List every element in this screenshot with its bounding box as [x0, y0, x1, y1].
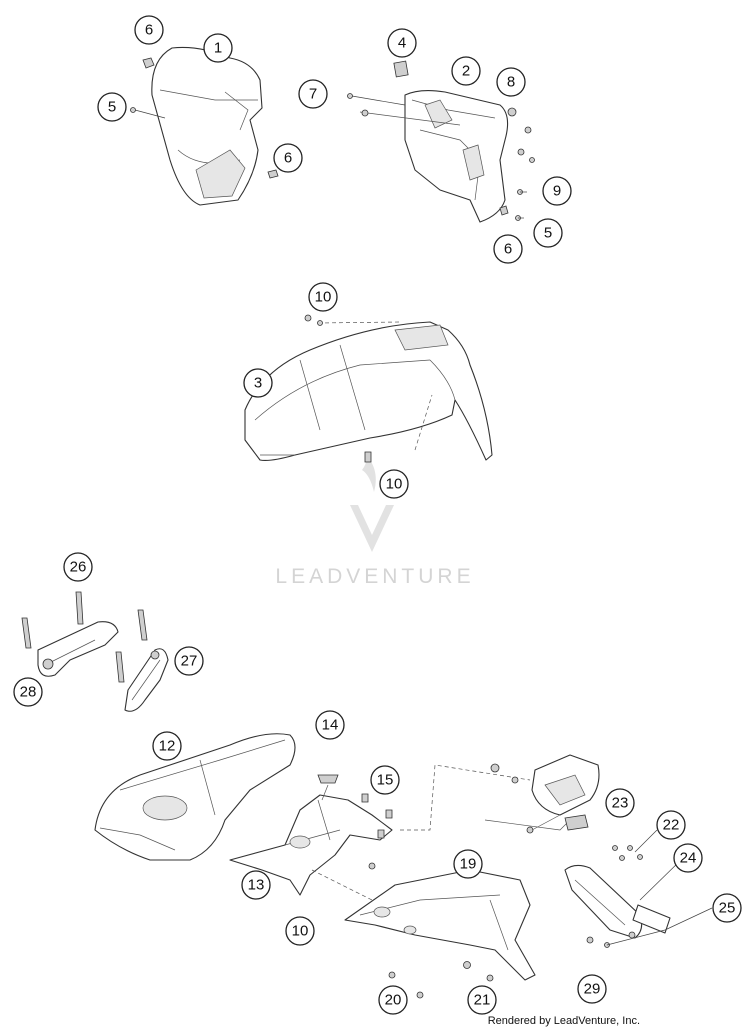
svg-text:29: 29 [584, 981, 601, 998]
part-headlight-carrier [347, 60, 535, 223]
svg-text:19: 19 [460, 856, 477, 873]
callout-6c: 6 [493, 234, 523, 264]
watermark: LEADVENTURE [275, 455, 474, 588]
svg-text:15: 15 [377, 772, 394, 789]
watermark-text: LEADVENTURE [275, 565, 474, 588]
callout-26: 26 [63, 552, 93, 582]
svg-text:22: 22 [663, 817, 680, 834]
callout-10a: 10 [308, 282, 338, 312]
part-headlight-mask [130, 46, 279, 206]
callout-9: 9 [542, 176, 572, 206]
callout-20: 20 [378, 985, 408, 1015]
svg-text:26: 26 [70, 559, 87, 576]
svg-text:23: 23 [612, 795, 629, 812]
part-rear-fender [344, 869, 536, 999]
callout-7: 7 [298, 79, 328, 109]
svg-text:28: 28 [20, 684, 37, 701]
callout-10c: 10 [285, 916, 315, 946]
callout-4: 4 [387, 28, 417, 58]
svg-text:6: 6 [145, 22, 153, 39]
svg-text:13: 13 [248, 877, 265, 894]
callout-22: 22 [656, 810, 686, 840]
callout-23: 23 [605, 788, 635, 818]
svg-text:5: 5 [108, 99, 116, 116]
svg-text:14: 14 [322, 717, 339, 734]
credit-text: Rendered by LeadVenture, Inc. [487, 1015, 640, 1027]
svg-text:25: 25 [719, 900, 736, 917]
svg-text:2: 2 [462, 63, 470, 80]
callout-19: 19 [453, 849, 483, 879]
callout-5a: 5 [97, 92, 127, 122]
svg-text:1: 1 [214, 40, 222, 57]
svg-text:5: 5 [544, 225, 552, 242]
callout-14: 14 [315, 710, 345, 740]
part-license-holder [229, 774, 393, 901]
svg-text:10: 10 [386, 476, 403, 493]
svg-text:3: 3 [254, 375, 262, 392]
callout-6a: 6 [134, 15, 164, 45]
part-front-fender [244, 314, 493, 463]
part-rear-brackets [21, 591, 169, 712]
callout-3: 3 [243, 368, 273, 398]
callout-2: 2 [451, 56, 481, 86]
part-seat [94, 733, 296, 861]
svg-text:24: 24 [680, 850, 697, 867]
callout-8: 8 [496, 67, 526, 97]
svg-text:27: 27 [181, 653, 198, 670]
callout-29: 29 [577, 974, 607, 1004]
watermark-logo [350, 455, 394, 552]
part-tail-light [400, 754, 600, 834]
svg-text:7: 7 [309, 86, 317, 103]
callout-27: 27 [174, 646, 204, 676]
callout-21: 21 [467, 985, 497, 1015]
part-plate-bracket [564, 829, 713, 948]
svg-text:8: 8 [507, 74, 515, 91]
svg-text:6: 6 [284, 150, 292, 167]
svg-text:21: 21 [474, 992, 491, 1009]
svg-text:9: 9 [553, 183, 561, 200]
callout-24: 24 [673, 843, 703, 873]
callout-25: 25 [712, 893, 742, 923]
svg-text:4: 4 [398, 35, 406, 52]
callout-13: 13 [241, 870, 271, 900]
svg-text:20: 20 [385, 992, 402, 1009]
svg-text:6: 6 [504, 241, 512, 258]
svg-text:10: 10 [292, 923, 309, 940]
callout-15: 15 [370, 765, 400, 795]
callout-10b: 10 [379, 469, 409, 499]
callout-12: 12 [152, 731, 182, 761]
callout-5b: 5 [533, 218, 563, 248]
callouts: 1 2 3 4 5 5 6 6 6 7 8 9 [13, 15, 742, 1015]
svg-text:12: 12 [159, 738, 176, 755]
callout-1: 1 [203, 33, 233, 63]
svg-text:10: 10 [315, 289, 332, 306]
callout-6b: 6 [273, 143, 303, 173]
callout-28: 28 [13, 677, 43, 707]
